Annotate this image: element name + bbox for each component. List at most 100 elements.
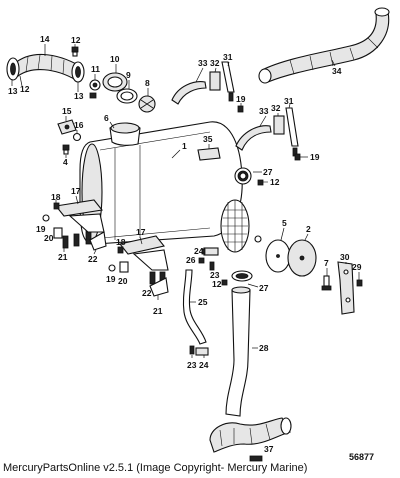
exhaust-hose-14[interactable] bbox=[13, 53, 81, 81]
callout-34: 34 bbox=[332, 66, 342, 76]
bolts-21-a[interactable] bbox=[62, 231, 92, 249]
mount-bracket-17-lower[interactable] bbox=[119, 235, 169, 271]
cap-15[interactable] bbox=[57, 119, 77, 135]
bolt-7[interactable] bbox=[321, 275, 332, 291]
callout-28: 28 bbox=[259, 343, 269, 353]
callout-12: 12 bbox=[212, 279, 222, 289]
bushing-20-b[interactable] bbox=[119, 261, 129, 273]
bracket-31-upper[interactable] bbox=[221, 61, 235, 102]
callout-13: 13 bbox=[8, 86, 18, 96]
gasket-5[interactable] bbox=[265, 239, 291, 273]
callout-18: 18 bbox=[116, 237, 126, 247]
callout-20: 20 bbox=[44, 233, 54, 243]
bracket-33-upper[interactable] bbox=[171, 81, 207, 105]
nut-19-a[interactable] bbox=[237, 105, 244, 113]
bolt-4[interactable] bbox=[62, 144, 70, 155]
exhaust-hose-34[interactable] bbox=[258, 7, 390, 84]
callout-33: 33 bbox=[198, 58, 208, 68]
callout-25: 25 bbox=[198, 297, 208, 307]
callout-22: 22 bbox=[142, 288, 152, 298]
fitting-24-upper[interactable] bbox=[201, 247, 219, 256]
mount-foot-22-a[interactable] bbox=[89, 231, 107, 251]
callout-31: 31 bbox=[284, 96, 294, 106]
callout-22: 22 bbox=[88, 254, 98, 264]
label-plate-35[interactable] bbox=[197, 147, 221, 161]
callout-16: 16 bbox=[74, 120, 84, 130]
hose-clamp-left[interactable] bbox=[6, 57, 20, 81]
callout-19: 19 bbox=[36, 224, 46, 234]
callout-11: 11 bbox=[91, 64, 100, 74]
fitting-24-lower[interactable] bbox=[195, 347, 209, 356]
footer-caption: MercuryPartsOnline v2.5.1 (Image Copyrig… bbox=[3, 462, 308, 474]
fitting-11[interactable] bbox=[89, 79, 101, 99]
clamp-27-lower[interactable] bbox=[231, 270, 253, 282]
nut-29[interactable] bbox=[356, 279, 363, 287]
clip-26[interactable] bbox=[198, 257, 205, 264]
bolt-12-lower[interactable] bbox=[221, 279, 228, 286]
bolt-12-right[interactable] bbox=[257, 179, 268, 186]
strap-32-upper[interactable] bbox=[209, 71, 221, 91]
muffler-end-grid bbox=[220, 199, 250, 253]
callout-1: 1 bbox=[182, 141, 187, 151]
callout-14: 14 bbox=[40, 34, 50, 44]
inlet-tube-6[interactable] bbox=[109, 122, 141, 146]
callout-10: 10 bbox=[110, 54, 120, 64]
callout-30: 30 bbox=[340, 252, 350, 262]
callout-12: 12 bbox=[20, 84, 30, 94]
bracket-31-lower[interactable] bbox=[285, 107, 299, 157]
bracket-33-lower[interactable] bbox=[235, 125, 272, 151]
mount-bracket-17-upper[interactable] bbox=[54, 199, 105, 233]
nut-19-b[interactable] bbox=[294, 153, 301, 161]
callout-20: 20 bbox=[118, 276, 128, 286]
valve-8[interactable] bbox=[138, 95, 156, 113]
bracket-30[interactable] bbox=[337, 261, 355, 315]
tailpipe-hose[interactable] bbox=[209, 417, 292, 453]
hose-clamp-right[interactable] bbox=[71, 61, 85, 83]
bolt-12-top[interactable] bbox=[71, 46, 79, 57]
callout-21: 21 bbox=[153, 306, 163, 316]
callout-32: 32 bbox=[210, 58, 220, 68]
callout-12: 12 bbox=[270, 177, 280, 187]
callout-12: 12 bbox=[71, 35, 81, 45]
figure-number: 56877 bbox=[348, 452, 374, 462]
callout-23: 23 bbox=[210, 270, 220, 280]
callout-23: 23 bbox=[187, 360, 197, 370]
callout-29: 29 bbox=[352, 262, 362, 272]
screw-23-lower[interactable] bbox=[189, 345, 195, 355]
callout-18: 18 bbox=[51, 192, 61, 202]
callout-13: 13 bbox=[74, 91, 84, 101]
water-hose-25[interactable] bbox=[182, 269, 207, 345]
washer-3[interactable] bbox=[254, 235, 262, 243]
callout-19: 19 bbox=[236, 94, 246, 104]
callout-32: 32 bbox=[271, 103, 281, 113]
washer-19-d[interactable] bbox=[108, 264, 116, 272]
callout-24: 24 bbox=[199, 360, 209, 370]
flapper-2[interactable] bbox=[287, 239, 317, 277]
bushing-20-a[interactable] bbox=[53, 227, 63, 239]
hose-clamp-27-upper[interactable] bbox=[234, 167, 252, 185]
plug-16[interactable] bbox=[72, 132, 82, 142]
gasket-9[interactable] bbox=[116, 88, 138, 104]
callout-8: 8 bbox=[145, 78, 150, 88]
callout-3: 37 bbox=[264, 444, 274, 454]
callout-labels: 14 12 13 12 13 11 10 9 8 15 16 4 6 1 35 … bbox=[8, 34, 362, 454]
fastener-18-a[interactable] bbox=[53, 202, 60, 210]
muffler-body-1[interactable] bbox=[79, 121, 243, 245]
mount-foot-22-b[interactable] bbox=[149, 277, 169, 297]
tailpipe-28[interactable] bbox=[225, 286, 251, 417]
callout-31: 31 bbox=[223, 52, 233, 62]
fastener-18-b[interactable] bbox=[117, 246, 124, 254]
flange-10[interactable] bbox=[102, 72, 128, 92]
callout-2: 2 bbox=[306, 224, 311, 234]
strap-32-lower[interactable] bbox=[273, 115, 285, 135]
callout-7: 7 bbox=[324, 258, 329, 268]
clamp-37[interactable] bbox=[249, 455, 263, 462]
callout-27: 27 bbox=[263, 167, 273, 177]
screw-23-upper[interactable] bbox=[209, 261, 215, 271]
callout-21: 21 bbox=[58, 252, 68, 262]
washer-19-c[interactable] bbox=[42, 214, 50, 222]
callout-27: 27 bbox=[259, 283, 269, 293]
callout-5: 5 bbox=[282, 218, 287, 228]
callout-9: 9 bbox=[126, 70, 131, 80]
